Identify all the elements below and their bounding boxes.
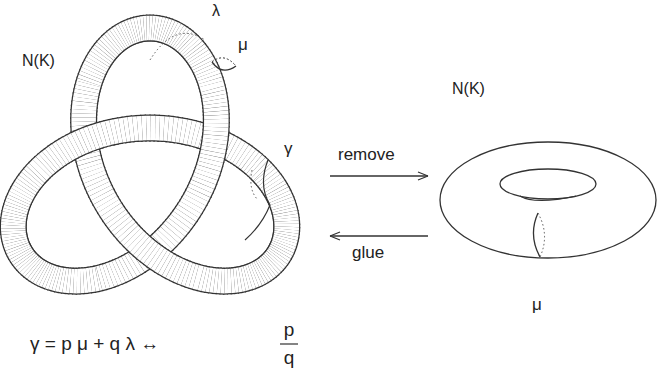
- tube-segment: [211, 84, 212, 89]
- label: λ: [212, 2, 220, 20]
- tube-segment: [38, 168, 42, 172]
- arrow-head: [330, 232, 340, 240]
- gamma-curve-back: [251, 170, 258, 200]
- label: γ: [284, 140, 293, 159]
- fraction-bar: [280, 343, 298, 344]
- torus-hole-rim: [520, 196, 576, 201]
- longitude-curve: [150, 33, 205, 60]
- arrow-head: [418, 172, 428, 180]
- label: N(K): [452, 80, 485, 98]
- label: p: [284, 320, 295, 341]
- label: γ = p μ + q λ ↔: [30, 334, 159, 355]
- tube-segment: [196, 277, 201, 278]
- meridian-ring-back: [212, 58, 236, 66]
- meridian-ring: [212, 62, 236, 70]
- torus-hole: [500, 169, 596, 199]
- tube-segment: [38, 168, 42, 172]
- label: μ: [238, 36, 248, 55]
- label: μ: [532, 296, 542, 315]
- tube-segment: [196, 277, 201, 278]
- label: N(K): [22, 52, 55, 70]
- remove-arrow: [330, 175, 428, 176]
- tube-segment: [211, 84, 212, 89]
- label: remove: [338, 146, 395, 165]
- trefoil-tube: [13, 28, 287, 281]
- torus-meridian: [533, 213, 540, 257]
- label: glue: [352, 244, 384, 263]
- label: q: [284, 348, 295, 369]
- torus-outline: [440, 142, 656, 258]
- glue-arrow: [330, 235, 428, 236]
- torus-meridian-back: [538, 213, 545, 257]
- gamma-curve: [245, 160, 270, 240]
